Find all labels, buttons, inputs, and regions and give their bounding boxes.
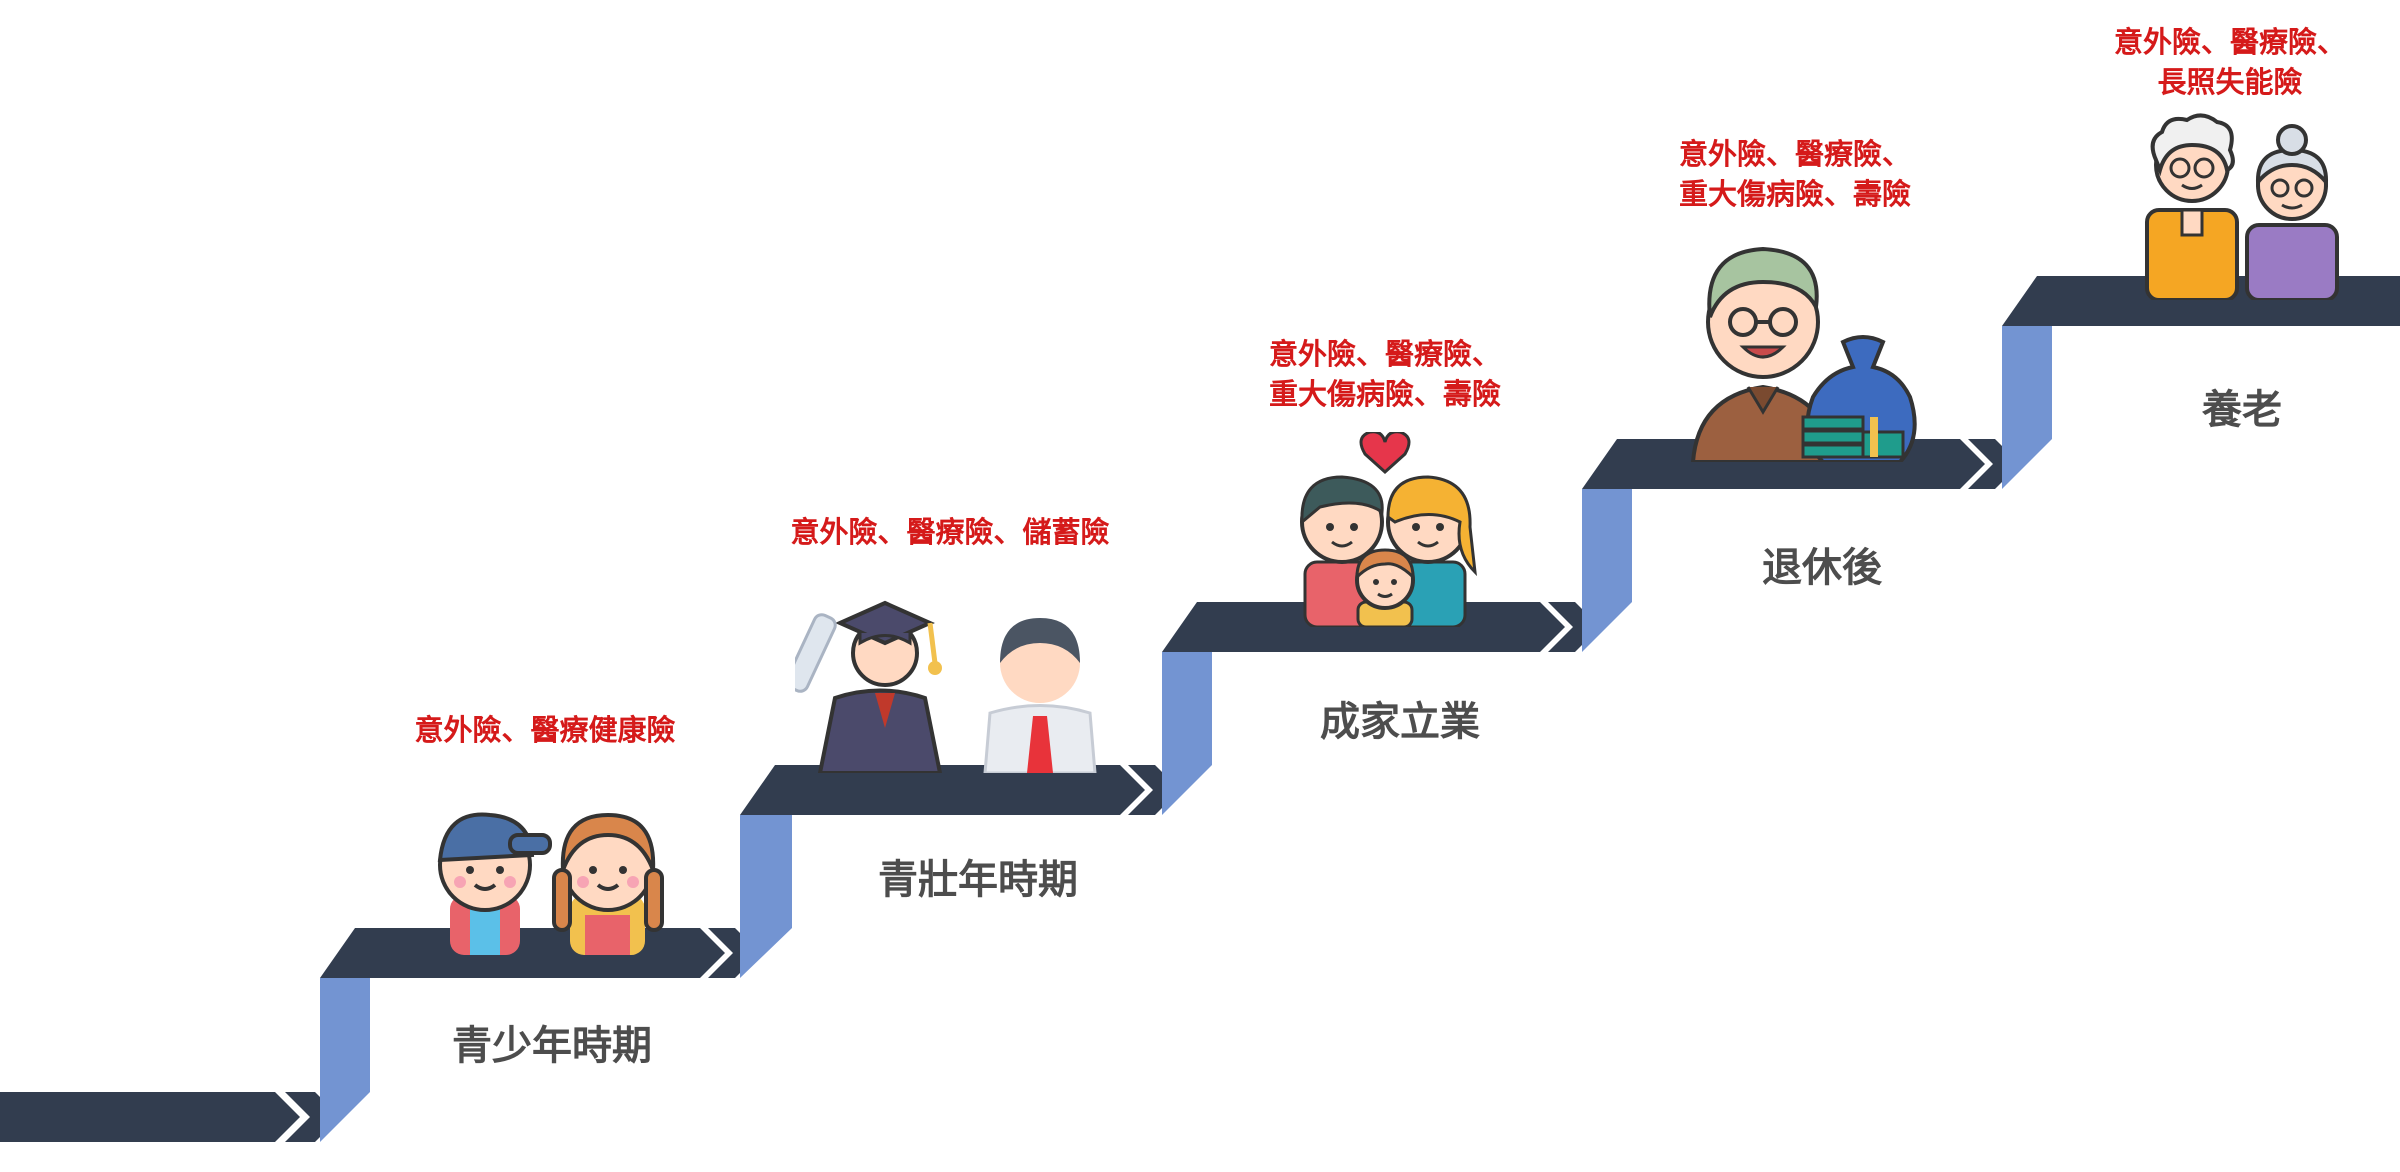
floor-step xyxy=(0,1092,300,1142)
stage-name-elderly: 養老 xyxy=(2202,387,2282,433)
kids-icon xyxy=(437,812,664,955)
family-heart-icon xyxy=(1300,432,1477,627)
insurance-line: 重大傷病險、壽險 xyxy=(1268,377,1501,411)
elderly-couple-icon xyxy=(2145,113,2339,300)
riser-4 xyxy=(1582,489,1632,652)
graduate-and-worker-icon xyxy=(795,600,1097,773)
stage-name-family: 成家立業 xyxy=(1320,699,1480,745)
insurance-line: 重大傷病險、壽險 xyxy=(1678,177,1911,211)
insurance-line: 長照失能險 xyxy=(2157,65,2303,99)
stage-name-teen: 青少年時期 xyxy=(452,1023,652,1069)
insurance-label-retired: 意外險、醫療險、 重大傷病險、壽險 xyxy=(1645,134,1945,214)
insurance-label-family: 意外險、醫療險、 重大傷病險、壽險 xyxy=(1235,334,1535,414)
stage-name-retired: 退休後 xyxy=(1762,545,1882,591)
insurance-label-teen: 意外險、醫療健康險 xyxy=(380,710,710,750)
riser-1 xyxy=(320,978,370,1142)
insurance-line: 意外險、醫療險、 xyxy=(2113,25,2346,59)
insurance-line: 意外險、醫療險、 xyxy=(1268,337,1501,371)
riser-2 xyxy=(740,815,792,978)
riser-5 xyxy=(2002,326,2052,489)
insurance-line: 意外險、醫療險、儲蓄險 xyxy=(790,515,1110,549)
step-2-tread xyxy=(740,765,1145,815)
riser-3 xyxy=(1162,652,1212,815)
retiree-money-bag-icon xyxy=(1690,246,1917,462)
insurance-line: 意外險、醫療健康險 xyxy=(414,713,676,747)
insurance-label-young-adult: 意外險、醫療險、儲蓄險 xyxy=(760,512,1140,552)
insurance-label-elderly: 意外險、醫療險、 長照失能險 xyxy=(2085,22,2375,102)
insurance-line: 意外險、醫療險、 xyxy=(1678,137,1911,171)
stage-name-young-adult: 青壯年時期 xyxy=(878,857,1078,903)
